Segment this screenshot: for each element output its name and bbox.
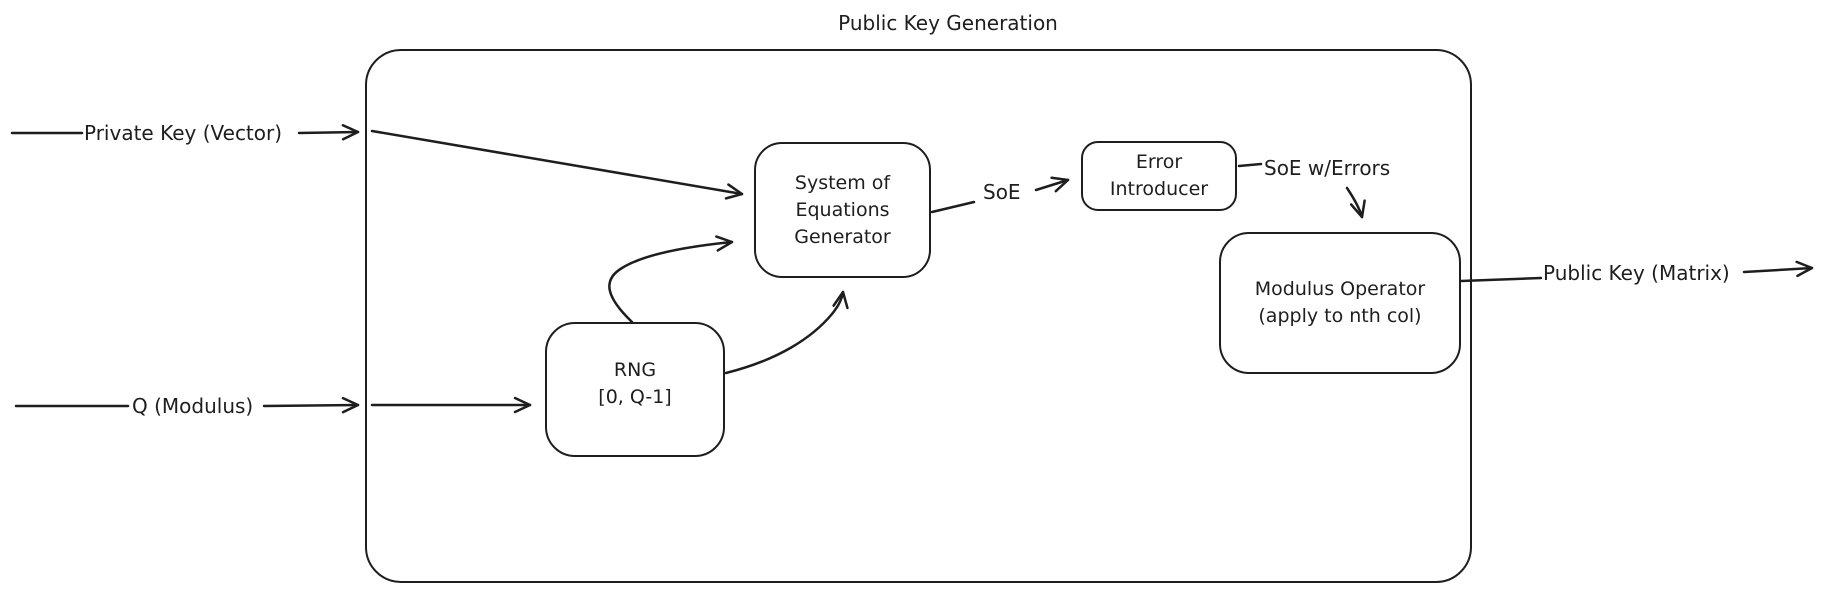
node-soe-generator-line1: System of	[794, 171, 891, 194]
node-soe-generator: System of Equations Generator	[754, 142, 931, 278]
edge-label-soe-w-errors: SoE w/Errors	[1264, 156, 1391, 180]
edge-public-key-arrow	[1742, 260, 1814, 278]
node-rng-line1: RNG	[613, 358, 657, 381]
output-label-public-key: Public Key (Matrix)	[1543, 261, 1730, 285]
node-soe-generator-line2: Equations	[795, 198, 890, 221]
input-label-q-modulus: Q (Modulus)	[132, 394, 254, 418]
edge-private-key-arrow	[297, 124, 360, 141]
node-rng-line2: [0, Q-1]	[598, 385, 672, 408]
node-soe-generator-line3: Generator	[794, 225, 891, 248]
node-rng: RNG [0, Q-1]	[545, 322, 725, 457]
node-modulus-operator-line2: (apply to nth col)	[1258, 305, 1422, 327]
node-error-introducer-line2: Introducer	[1109, 178, 1209, 200]
input-label-private-key: Private Key (Vector)	[84, 121, 283, 145]
node-modulus-operator: Modulus Operator (apply to nth col)	[1219, 232, 1461, 374]
edge-label-soe: SoE	[983, 180, 1021, 204]
node-error-introducer-line1: Error	[1135, 151, 1183, 173]
edge-modulus-operator-out-line	[1459, 276, 1543, 283]
node-modulus-operator-line1: Modulus Operator	[1254, 278, 1426, 300]
node-error-introducer: Error Introducer	[1081, 141, 1237, 211]
edge-q-modulus-arrow	[262, 396, 360, 414]
system-boundary-box	[365, 49, 1472, 583]
diagram-title: Public Key Generation	[838, 11, 1058, 35]
